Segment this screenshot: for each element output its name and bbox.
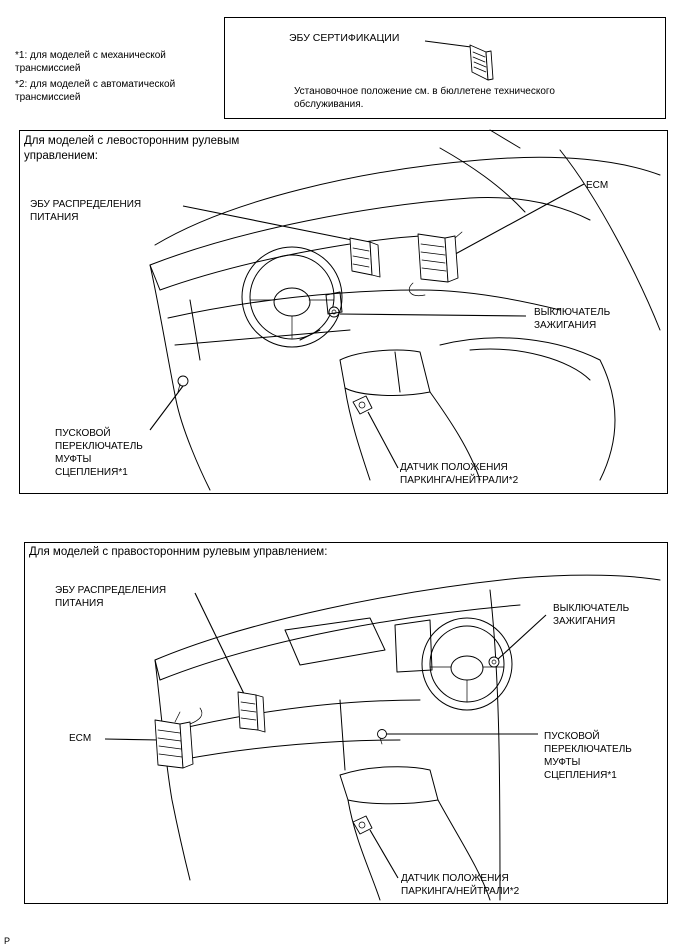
- rhd-ecm-label: ECM: [69, 733, 92, 744]
- lhd-ecm-label: ECM: [586, 180, 609, 191]
- rhd-panel: [24, 542, 668, 904]
- lhd-power-distribution-ecu-label: ЭБУ РАСПРЕДЕЛЕНИЯ ПИТАНИЯ: [30, 199, 142, 223]
- rhd-clutch-start-switch-label: ПУСКОВОЙ ПЕРЕКЛЮЧАТЕЛЬ МУФТЫ СЦЕПЛЕНИЯ*1: [544, 731, 632, 781]
- certification-ecu-icon: [424, 40, 494, 81]
- lhd-heading: Для моделей с левосторонним рулевым упра…: [24, 135, 240, 162]
- rhd-heading: Для моделей с правосторонним рулевым упр…: [29, 546, 328, 558]
- note-manual-transmission: *1: для моделей с механической трансмисс…: [15, 50, 166, 74]
- certification-ecu-location-note: Установочное положение см. в бюллетене т…: [294, 86, 555, 110]
- certification-ecu-label: ЭБУ СЕРТИФИКАЦИИ: [289, 32, 400, 44]
- rhd-dashboard-illustration: [104, 574, 661, 901]
- rhd-ignition-switch-label: ВЫКЛЮЧАТЕЛЬ ЗАЖИГАНИЯ: [553, 603, 630, 627]
- rhd-power-distribution-ecu-label: ЭБУ РАСПРЕДЕЛЕНИЯ ПИТАНИЯ: [55, 585, 167, 609]
- footer-code: P: [4, 936, 11, 946]
- lhd-panel: [19, 130, 668, 494]
- rhd-park-neutral-sensor-label: ДАТЧИК ПОЛОЖЕНИЯ ПАРКИНГА/НЕЙТРАЛИ*2: [401, 873, 520, 897]
- certification-ecu-box: [224, 17, 666, 119]
- lhd-ignition-switch-label: ВЫКЛЮЧАТЕЛЬ ЗАЖИГАНИЯ: [534, 307, 611, 331]
- lhd-dashboard-illustration: [149, 129, 661, 491]
- lhd-clutch-start-switch-label: ПУСКОВОЙ ПЕРЕКЛЮЧАТЕЛЬ МУФТЫ СЦЕПЛЕНИЯ*1: [55, 428, 143, 478]
- lhd-park-neutral-sensor-label: ДАТЧИК ПОЛОЖЕНИЯ ПАРКИНГА/НЕЙТРАЛИ*2: [400, 462, 519, 486]
- note-automatic-transmission: *2: для моделей с автоматической трансми…: [15, 79, 176, 103]
